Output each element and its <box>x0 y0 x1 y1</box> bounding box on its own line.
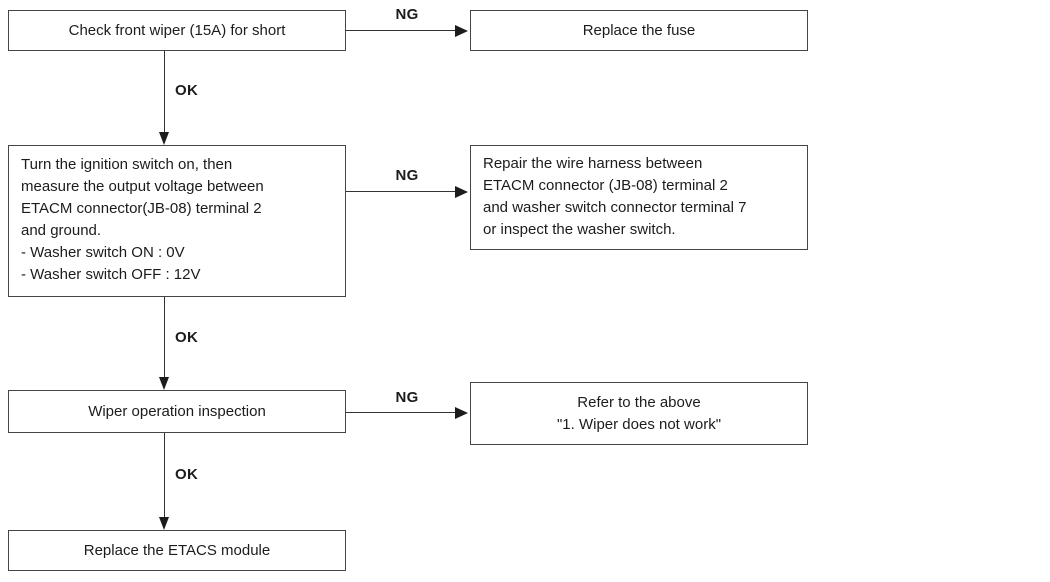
ok2-connector-line <box>163 297 165 378</box>
ng1-label: NG <box>395 6 419 23</box>
ng2-connector-line <box>346 191 458 192</box>
refer-above-line-2: "1. Wiper does not work" <box>556 415 722 433</box>
box-step-voltage-check: Turn the ignition switch on, then measur… <box>8 145 346 297</box>
ok1-label: OK <box>175 82 199 99</box>
ng3-arrowhead-icon <box>455 407 468 419</box>
voltage-check-line-5: - Washer switch ON : 0V <box>21 244 185 261</box>
voltage-check-line-3: ETACM connector(JB-08) terminal 2 <box>21 200 262 217</box>
ng2-label: NG <box>395 167 419 184</box>
ng2-arrowhead-icon <box>455 186 468 198</box>
box-remedy-replace-fuse: Replace the fuse <box>470 10 808 51</box>
step-check-fuse-text: Check front wiper (15A) for short <box>68 21 286 39</box>
ok3-connector-line <box>163 433 165 517</box>
repair-harness-line-3: and washer switch connector terminal 7 <box>483 199 747 216</box>
ng3-connector-line <box>346 412 458 413</box>
voltage-check-line-2: measure the output voltage between <box>21 178 264 195</box>
ok1-connector-line <box>163 51 165 132</box>
remedy-replace-fuse-text: Replace the fuse <box>582 21 696 39</box>
ok2-arrowhead-icon <box>158 377 169 390</box>
voltage-check-line-4: and ground. <box>21 222 102 239</box>
box-step-wiper-inspection: Wiper operation inspection <box>8 390 346 433</box>
ng1-connector-line <box>346 30 458 31</box>
voltage-check-line-6: - Washer switch OFF : 12V <box>21 266 201 283</box>
box-step-check-fuse: Check front wiper (15A) for short <box>8 10 346 51</box>
box-step-replace-etacs: Replace the ETACS module <box>8 530 346 571</box>
box-remedy-refer-above: Refer to the above "1. Wiper does not wo… <box>470 382 808 445</box>
replace-etacs-text: Replace the ETACS module <box>83 541 271 559</box>
ok3-arrowhead-icon <box>158 517 169 530</box>
ok3-label: OK <box>175 466 199 483</box>
ok1-arrowhead-icon <box>158 132 169 145</box>
box-remedy-repair-harness: Repair the wire harness between ETACM co… <box>470 145 808 250</box>
ok2-label: OK <box>175 329 199 346</box>
ng3-label: NG <box>395 389 419 406</box>
ng1-arrowhead-icon <box>455 25 468 37</box>
refer-above-line-1: Refer to the above <box>577 393 701 411</box>
wiper-inspection-text: Wiper operation inspection <box>88 402 266 420</box>
voltage-check-line-1: Turn the ignition switch on, then <box>21 156 233 173</box>
repair-harness-line-1: Repair the wire harness between <box>483 155 703 172</box>
repair-harness-line-2: ETACM connector (JB-08) terminal 2 <box>483 177 728 194</box>
repair-harness-line-4: or inspect the washer switch. <box>483 221 676 238</box>
